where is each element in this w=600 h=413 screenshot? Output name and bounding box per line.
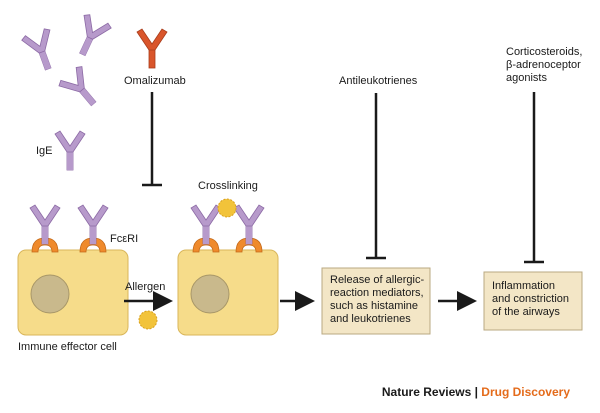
ige-crosslinked-2: [233, 204, 265, 245]
corticosteroids-label-line1: Corticosteroids,: [506, 46, 583, 58]
immune-cell-label: Immune effector cell: [18, 341, 117, 353]
cell-nucleus: [30, 274, 70, 314]
allergen-label: Allergen: [125, 281, 166, 293]
corticosteroids-label-line3: agonists: [506, 72, 547, 84]
inflammation-text-line3: of the airways: [492, 306, 560, 318]
release-text-line1: Release of allergic-: [330, 274, 425, 286]
antileukotrienes-label: Antileukotrienes: [339, 75, 418, 87]
journal-section: Drug Discovery: [481, 385, 570, 399]
ige-molecule-2: [68, 12, 113, 62]
corticosteroids-inhibition-line: [524, 92, 544, 264]
journal-credit: Nature Reviews | Drug Discovery: [382, 385, 570, 399]
ige-molecule-1: [20, 26, 63, 75]
fceri-receptor-3: [192, 237, 220, 253]
activated-cell-nucleus: [190, 274, 230, 314]
release-text-line4: and leukotrienes: [330, 313, 411, 325]
immune-effector-cell: [17, 249, 129, 336]
ige-crosslinked-1: [190, 204, 222, 245]
antileukotrienes-inhibition-line: [366, 93, 386, 260]
release-box: [321, 267, 431, 335]
inflammation-box: [483, 271, 583, 331]
crosslinking-label: Crosslinking: [198, 180, 258, 192]
ige-label: IgE: [36, 145, 53, 157]
ige-molecule-3: [56, 63, 106, 114]
credit-separator: |: [471, 385, 482, 399]
omalizumab-label: Omalizumab: [124, 75, 186, 87]
fceri-receptor-1: [31, 237, 59, 253]
inflammation-text-line2: and constriction: [492, 293, 570, 305]
fceri-receptor-4: [235, 237, 263, 253]
fceri-receptor-2: [79, 237, 107, 253]
ige-molecule-4: [54, 130, 86, 171]
inflammation-text-line1: Inflammation: [492, 280, 555, 292]
omalizumab-antibody: [136, 28, 168, 69]
ige-bound-2: [77, 204, 109, 245]
release-text-line3: such as histamine: [330, 300, 419, 312]
ige-bound-1: [29, 204, 61, 245]
fceri-label: FcεRI: [110, 233, 139, 245]
omalizumab-inhibition-line: [142, 92, 162, 187]
corticosteroids-label-line2: β-adrenoceptor: [506, 59, 581, 71]
allergen-particle-free: [138, 310, 158, 330]
journal-name: Nature Reviews: [381, 385, 472, 399]
allergen-particle-bound: [217, 198, 237, 218]
release-text-line2: reaction mediators,: [330, 287, 424, 299]
